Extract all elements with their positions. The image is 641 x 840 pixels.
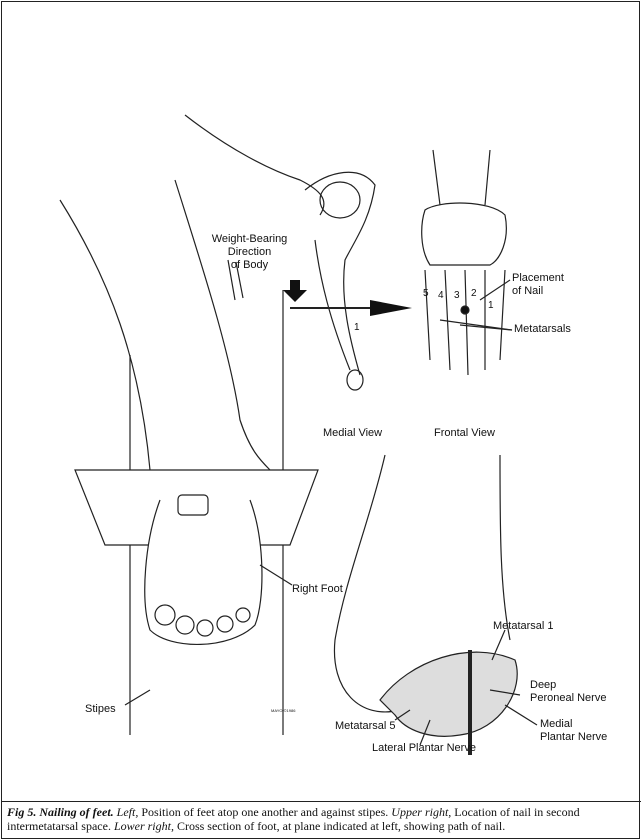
- signature: MAYO ©1986: [271, 708, 296, 713]
- right-foot-label: Right Foot: [292, 583, 343, 595]
- toe-number: 1: [488, 300, 494, 311]
- cross-section-drawing: [333, 454, 538, 755]
- stipes-leader: [124, 689, 151, 706]
- placement-of-nail-label: Placement of Nail: [512, 272, 564, 298]
- stipes-label: Stipes: [85, 703, 116, 715]
- toe-number: 4: [438, 290, 444, 301]
- label-line: Medial: [540, 718, 573, 730]
- toe-number: 5: [423, 288, 429, 299]
- label-line: of Nail: [512, 285, 544, 297]
- hatch-marks: [227, 259, 244, 301]
- caption-lower-text: Cross section of foot, at plane indicate…: [176, 819, 506, 833]
- label-line: of Body: [230, 259, 269, 271]
- metatarsals-label: Metatarsals: [514, 323, 571, 335]
- lateral-plantar-nerve-label: Lateral Plantar Nerve: [372, 742, 476, 754]
- medial-view-label: Medial View: [323, 427, 383, 439]
- metatarsal-1-label: Metatarsal 1: [493, 620, 554, 632]
- medial-plantar-nerve-label: Medial Plantar Nerve: [540, 718, 607, 744]
- caption-left-label: Left,: [116, 805, 139, 819]
- medial-number: 1: [354, 322, 360, 333]
- caption-upper-label: Upper right,: [391, 805, 452, 819]
- figure-caption: Fig 5. Nailing of feet. Left, Position o…: [1, 801, 641, 835]
- metatarsal-5-label: Metatarsal 5: [335, 720, 396, 732]
- weight-arrow-down: [283, 280, 307, 302]
- label-line: Weight-Bearing: [211, 233, 288, 245]
- weight-bearing-label: Weight-Bearing Direction of Body: [207, 233, 292, 272]
- medial-view-skeleton: [304, 171, 376, 391]
- foot-nailing-illustration: [59, 114, 538, 755]
- caption-lower-label: Lower right,: [113, 819, 174, 833]
- arrow-right: [290, 300, 412, 316]
- label-line: Peroneal Nerve: [530, 692, 607, 704]
- label-line: Placement: [512, 272, 564, 284]
- caption-left-text: Position of feet atop one another and ag…: [141, 805, 389, 819]
- frontal-view-label: Frontal View: [434, 427, 495, 439]
- label-line: Deep: [530, 679, 557, 691]
- caption-fig: Fig 5. Nailing of feet.: [7, 805, 114, 819]
- label-line: Direction: [227, 246, 272, 258]
- deep-peroneal-nerve-label: Deep Peroneal Nerve: [530, 679, 606, 705]
- toe-number: 3: [454, 290, 460, 301]
- right-foot-drawing: [144, 494, 293, 645]
- legs-drawing: [59, 114, 325, 471]
- label-line: Plantar Nerve: [540, 731, 608, 743]
- caption-upper-text: Location of nail in second intermetatars…: [7, 805, 580, 833]
- frontal-view-skeleton: [421, 149, 513, 376]
- toe-number: 2: [471, 288, 477, 299]
